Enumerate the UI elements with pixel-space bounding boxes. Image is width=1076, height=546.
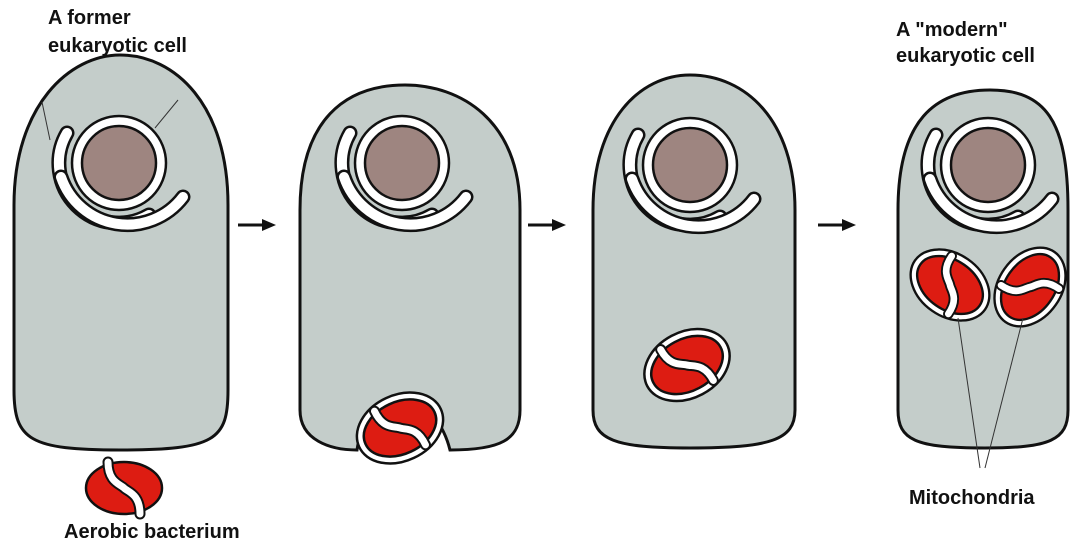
modern-cell-label-line1: A "modern" [896,18,1008,43]
former-cell [14,55,228,450]
former-cell-label-line1: A former [48,6,131,31]
aerobic-bacterium [86,462,162,514]
host-cell-with-vesicle [593,75,795,448]
engulfing-cell [300,85,520,477]
modern-cell [897,90,1076,468]
modern-cell-label-line2: eukaryotic cell [896,44,1035,69]
arrow-1 [238,219,276,231]
mitochondria-label: Mitochondria [909,486,1035,511]
arrow-2 [528,219,566,231]
former-cell-label-line2: eukaryotic cell [48,34,187,59]
bacterium-label: Aerobic bacterium [64,520,240,545]
arrow-3 [818,219,856,231]
